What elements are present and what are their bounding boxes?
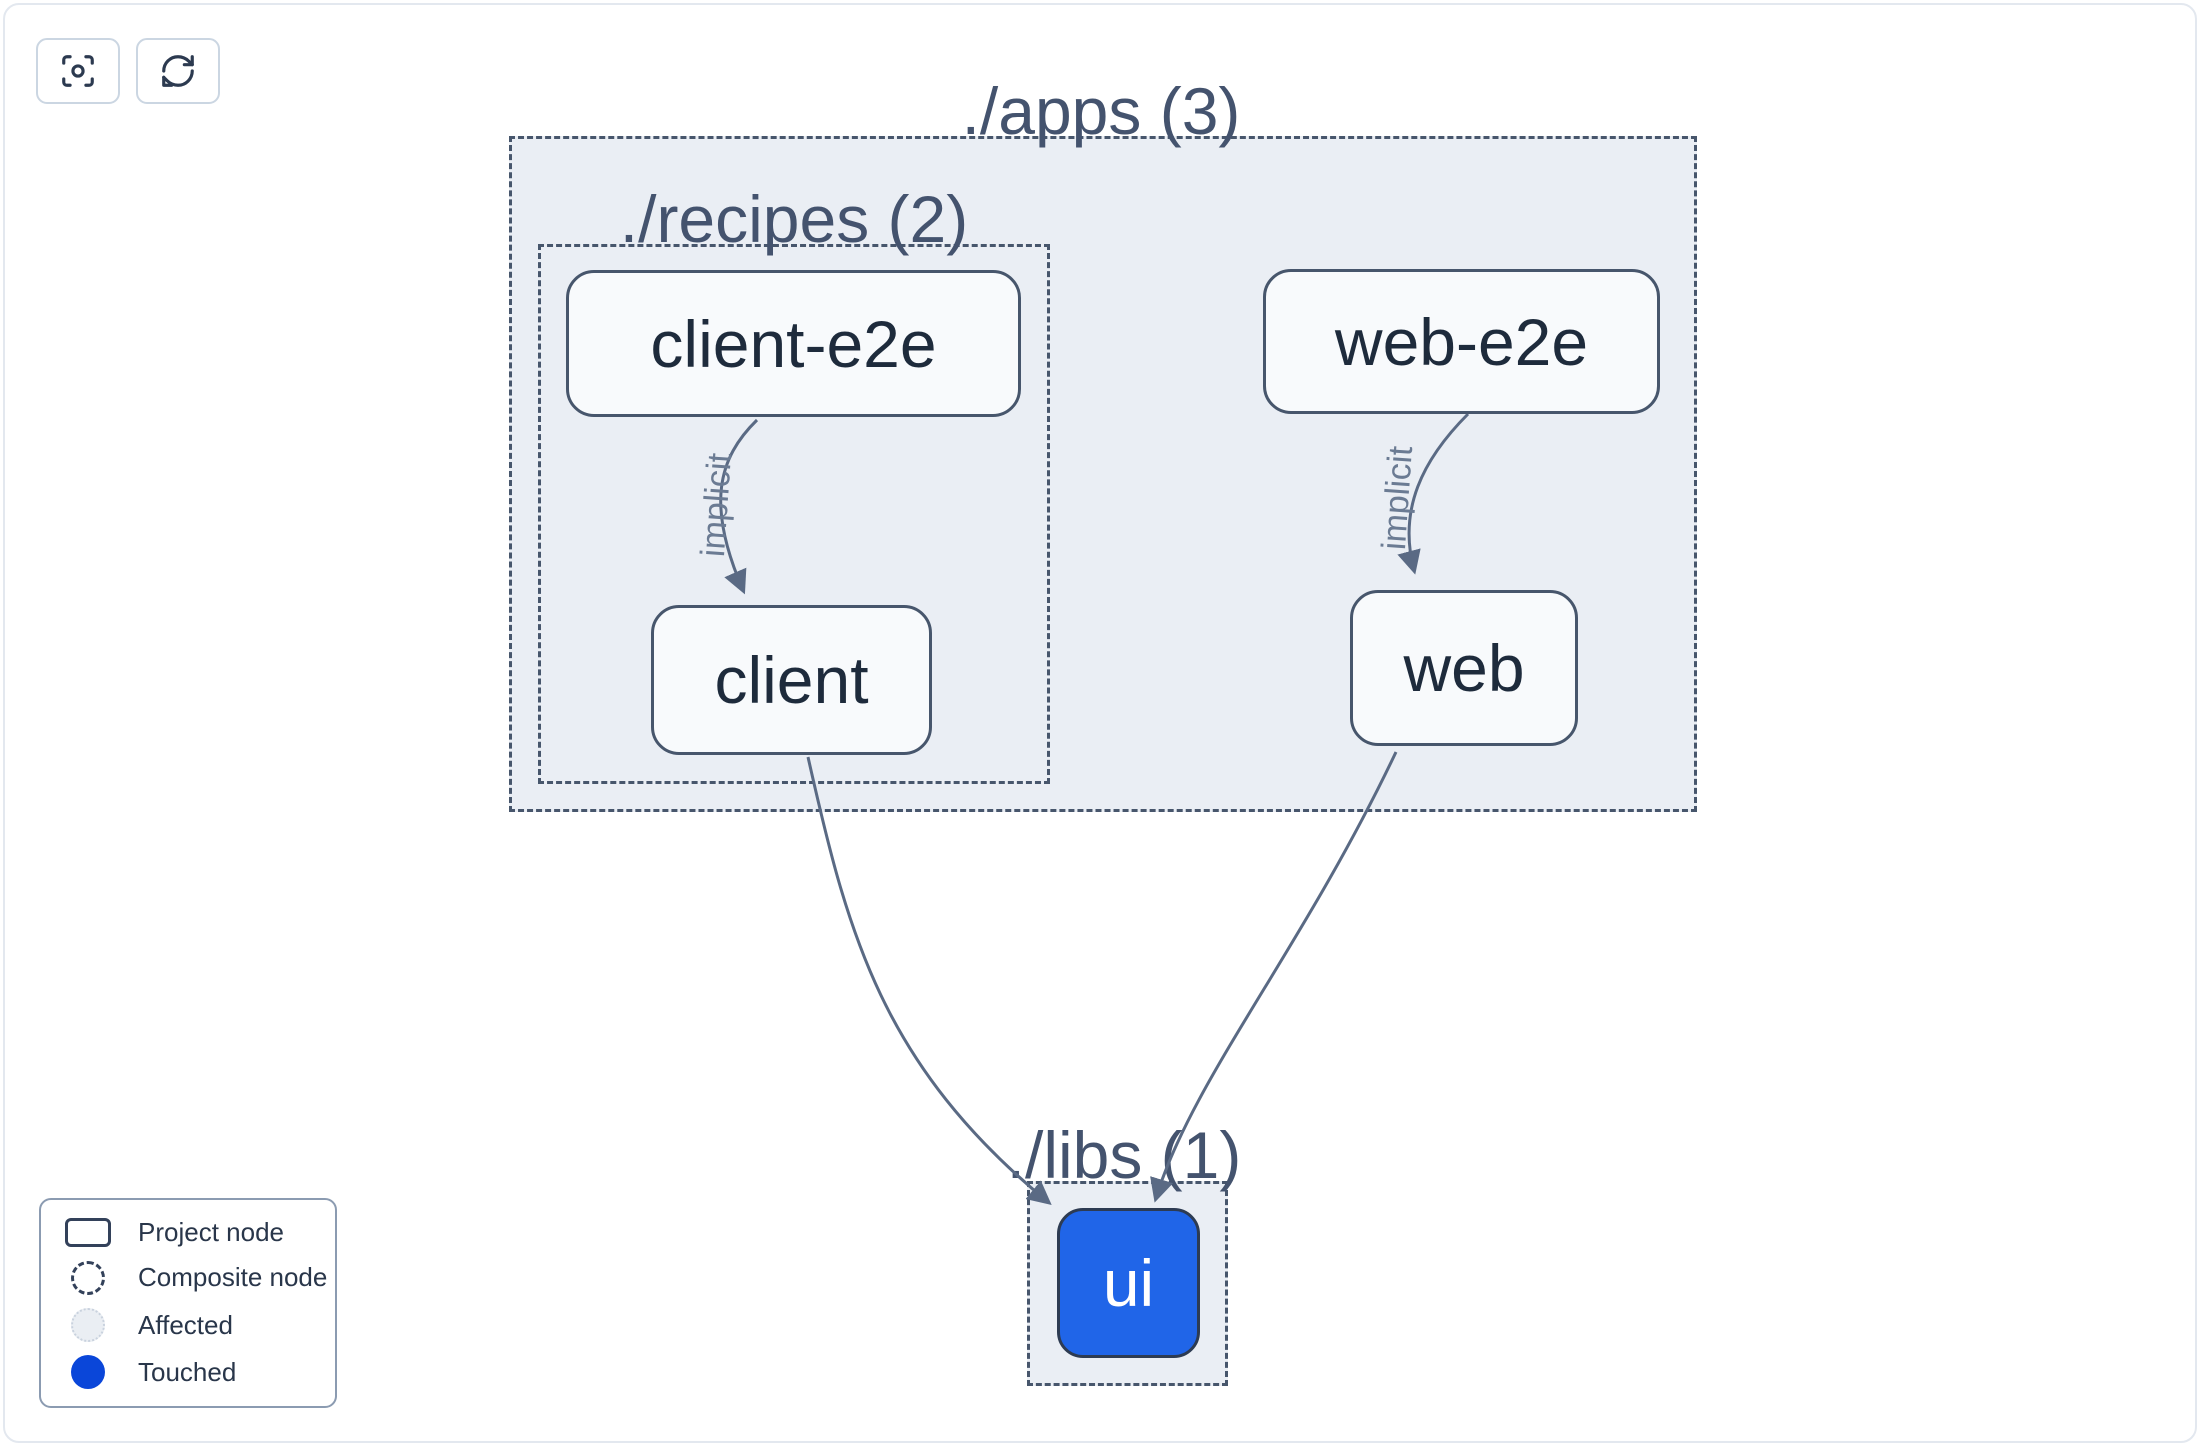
edge-label-implicit-right: implicit [1374, 444, 1421, 552]
edge-cliente2e-client[interactable] [719, 418, 759, 595]
edge-label-implicit-left: implicit [693, 451, 740, 559]
legend-row-affected: Affected [41, 1308, 335, 1343]
legend-label: Affected [138, 1309, 233, 1340]
legend-label: Project node [138, 1216, 284, 1247]
group-title-recipes[interactable]: ./recipes (2) [619, 182, 969, 256]
group-title-libs[interactable]: ./libs (1) [1006, 1118, 1242, 1192]
legend: Project node Composite node Affected Tou… [39, 1198, 337, 1408]
node-ui[interactable]: ui [1057, 1208, 1200, 1358]
project-node-swatch [64, 1217, 112, 1247]
touched-swatch [64, 1355, 112, 1390]
legend-label: Composite node [138, 1262, 328, 1293]
legend-row-project-node: Project node [41, 1217, 335, 1248]
refresh-button[interactable] [136, 38, 220, 104]
node-web[interactable]: web [1350, 590, 1578, 746]
focus-icon [62, 55, 94, 87]
refresh-icon [162, 55, 194, 87]
node-client-e2e[interactable]: client-e2e [566, 270, 1021, 417]
group-title-apps[interactable]: ./apps (3) [961, 74, 1241, 148]
legend-label: Touched [138, 1356, 237, 1387]
edge-client-ui[interactable] [806, 756, 1052, 1206]
node-client[interactable]: client [651, 605, 932, 755]
legend-row-touched: Touched [41, 1355, 335, 1390]
composite-node-swatch [64, 1260, 112, 1295]
affected-swatch [64, 1308, 112, 1343]
focus-button[interactable] [36, 38, 120, 104]
edge-webe2e-web[interactable] [1397, 412, 1470, 575]
node-web-e2e[interactable]: web-e2e [1263, 269, 1660, 414]
legend-row-composite-node: Composite node [41, 1260, 335, 1295]
edge-web-ui[interactable] [1150, 751, 1398, 1203]
